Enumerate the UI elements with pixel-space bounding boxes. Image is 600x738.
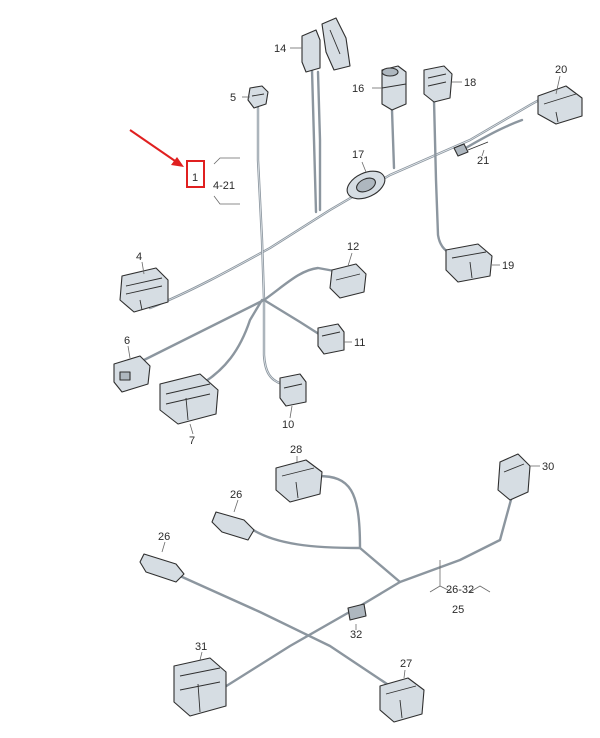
label-part-20: 20: [555, 64, 567, 76]
part-18-connector: [423, 65, 453, 103]
label-part-12: 12: [347, 241, 359, 253]
part-21-cable-tie: [453, 141, 489, 157]
label-part-31: 31: [195, 641, 207, 653]
part-19-connector: [445, 243, 493, 283]
part-26-upper-connector: [211, 511, 255, 541]
leader-lines: [127, 47, 561, 679]
part-16-connector: [381, 65, 407, 111]
label-part-7: 7: [189, 435, 195, 447]
part-26-lower-connector: [139, 553, 185, 583]
part-4-connector: [119, 267, 169, 313]
label-part-28: 28: [290, 444, 302, 456]
part-28-connector: [275, 459, 323, 503]
label-part-10: 10: [282, 419, 294, 431]
highlight-box: [186, 160, 205, 188]
label-part-21: 21: [477, 155, 489, 167]
part-7-connector: [159, 373, 219, 425]
part-32-clip: [347, 603, 367, 621]
label-part-11: 11: [354, 337, 365, 349]
label-part-18: 18: [464, 77, 476, 89]
lower-harness-wires: [178, 474, 514, 692]
part-10-connector: [279, 373, 307, 407]
part-20-connector: [537, 85, 583, 125]
label-part-26-lower: 26: [158, 531, 170, 543]
label-part-27: 27: [400, 658, 412, 670]
label-part-19: 19: [502, 260, 514, 272]
label-part-4: 4: [136, 251, 142, 263]
label-part-32: 32: [350, 629, 362, 641]
part-31-connector: [173, 657, 227, 717]
label-part-30: 30: [542, 461, 554, 473]
label-part-1: 1: [192, 172, 198, 184]
part-6-connector: [113, 355, 151, 393]
label-part-26-32: 26-32: [446, 584, 474, 596]
label-part-25: 25: [452, 604, 464, 616]
label-part-6: 6: [124, 335, 130, 347]
label-part-14: 14: [274, 43, 286, 55]
part-5-clip: [247, 85, 269, 109]
part-14-bracket: [301, 17, 351, 73]
part-11-connector: [317, 323, 345, 355]
part-27-connector: [379, 677, 425, 723]
label-part-17: 17: [352, 149, 364, 161]
label-part-16: 16: [352, 83, 364, 95]
label-part-4-21: 4-21: [213, 180, 235, 192]
part-30-bracket: [497, 453, 531, 501]
part-12-connector: [329, 263, 367, 299]
highlight-arrow: [129, 129, 184, 167]
label-part-5: 5: [230, 92, 236, 104]
part-17-grommet: [346, 170, 386, 200]
label-part-26-upper: 26: [230, 489, 242, 501]
